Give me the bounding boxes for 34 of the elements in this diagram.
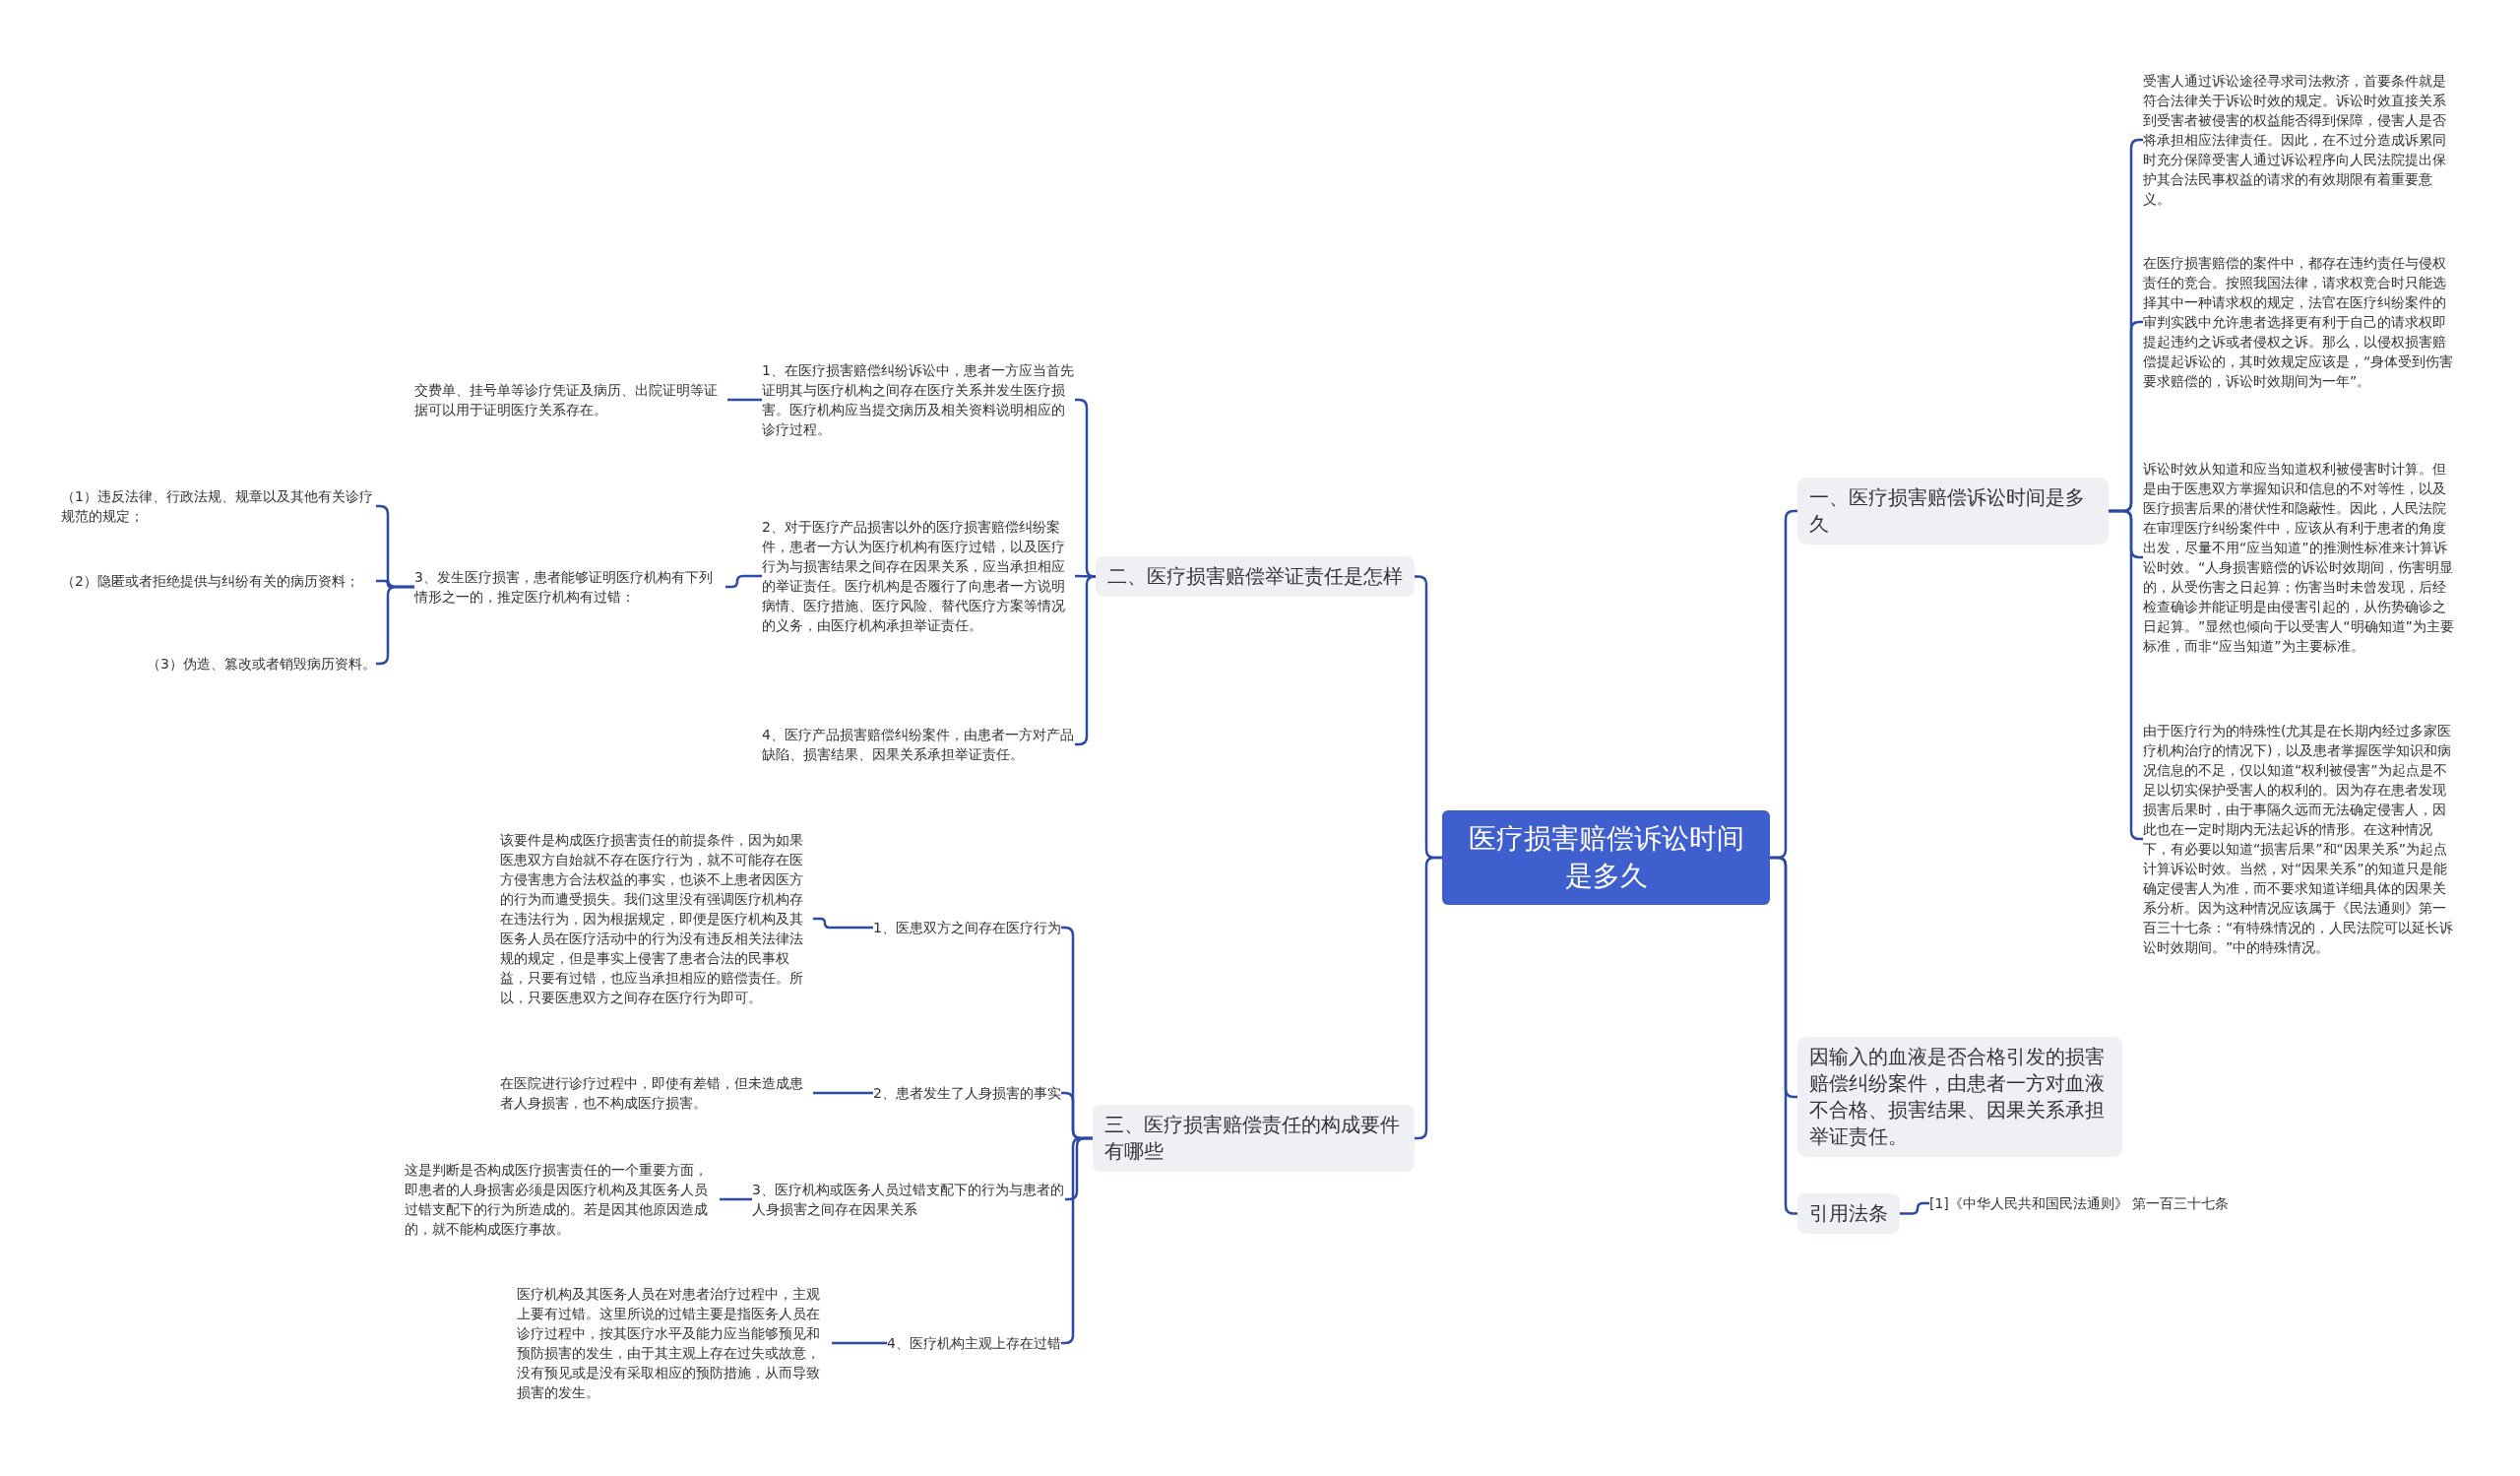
topic-box: 因输入的血液是否合格引发的损害赔偿纠纷案件，由患者一方对血液不合格、损害结果、因果关系承担举证责任。 — [1797, 1037, 2122, 1157]
topic-text: 4、医疗产品损害赔偿纠纷案件，由患者一方对产品缺陷、损害结果、因果关系承担举证责任。 — [762, 725, 1075, 764]
topic-text: （3）伪造、篡改或者销毁病历资料。 — [147, 654, 376, 674]
connector-line — [813, 1091, 873, 1095]
topic-box: 三、医疗损害赔偿责任的构成要件有哪些 — [1093, 1105, 1415, 1172]
connector-line — [813, 917, 873, 930]
topic-text: 交费单、挂号单等诊疗凭证及病历、出院证明等证据可以用于证明医疗关系存在。 — [414, 380, 727, 419]
connector-line — [720, 1197, 752, 1201]
topic-text: 诉讼时效从知道和应当知道权利被侵害时计算。但是由于医患双方掌握知识和信息的不对等性，以及医疗损害后果的潜伏性和隐蔽性。因此，人民法院在审理医疗纠纷案件中，应该从有利于患者的角度出发，尽量不用“应当知道”的推测性标准来计算诉讼时效。“人身损害赔偿的诉讼时效期间，伤害明显的，从受伤害之日起算；伤害当时未曾发现，后经检查确诊并能证明是由侵害引起的，从伤势确诊之日起算。”显然也倾向于以受害人“明确知道”为主要标准，而非“应当知道”为主要标准。 — [2143, 459, 2456, 656]
topic-text: 4、医疗机构主观上存在过错 — [887, 1333, 1061, 1353]
topic-text: （1）违反法律、行政法规、规章以及其他有关诊疗规范的规定； — [61, 486, 376, 526]
topic-text: 受害人通过诉讼途径寻求司法救济，首要条件就是符合法律关于诉讼时效的规定。诉讼时效直接关系到受害者被侵害的权益能否得到保障，侵害人是否将承担相应法律责任。因此，在不过分造成诉累同时充分保障受害人通过诉讼程序向人民法院提出保护其合法民事权益的请求的有效期限有着重要意义。 — [2143, 71, 2456, 209]
connector-line — [727, 398, 762, 402]
topic-text: 在医疗损害赔偿的案件中，都存在违约责任与侵权责任的竞合。按照我国法律，请求权竞合时只能选择其中一种请求权的规定，法官在医疗纠纷案件的审判实践中允许患者选择更有利于自己的请求权即提起违约之诉或者侵权之诉。那么，以侵权损害赔偿提起诉讼的，其时效规定应该是，“身体受到伤害要求赔偿的，诉讼时效期间为一年”。 — [2143, 253, 2456, 391]
topic-text: （2）隐匿或者拒绝提供与纠纷有关的病历资料； — [61, 571, 376, 591]
topic-text: 3、发生医疗损害，患者能够证明医疗机构有下列情形之一的，推定医疗机构有过错： — [414, 567, 725, 607]
topic-text: 该要件是构成医疗损害责任的前提条件，因为如果医患双方自始就不存在医疗行为，就不可能存在医方侵害患方合法权益的事实，也谈不上患者因医方的行为而遭受损失。我们这里没有强调医疗机构存在违法行为，因为根据规定，即便是医疗机构及其医务人员在医疗活动中的行为没有违反相关法律法规的规定，但是事实上侵害了患者合法的民事权益，只要有过错，也应当承担相应的赔偿责任。所以，只要医患双方之间存在医疗行为即可。 — [500, 830, 813, 1007]
topic-text: 2、对于医疗产品损害以外的医疗损害赔偿纠纷案件，患者一方认为医疗机构有医疗过错，以及医疗行为与损害结果之间存在因果关系，应当承担相应的举证责任。医疗机构是否履行了向患者一方说明病情、医疗措施、医疗风险、替代医疗方案等情况的义务，由医疗机构承担举证责任。 — [762, 517, 1075, 635]
topic-text: 3、医疗机构或医务人员过错支配下的行为与患者的人身损害之间存在因果关系 — [752, 1180, 1065, 1219]
topic-text: [1]《中华人民共和国民法通则》 第一百三十七条 — [1929, 1193, 2240, 1213]
connector-line — [1900, 1201, 1929, 1215]
topic-box: 二、医疗损害赔偿举证责任是怎样 — [1096, 556, 1415, 597]
topic-box: 引用法条 — [1797, 1193, 1900, 1234]
topic-text: 2、患者发生了人身损害的事实 — [873, 1083, 1061, 1103]
topic-text: 由于医疗行为的特殊性(尤其是在长期内经过多家医疗机构治疗的情况下)，以及患者掌握医学知识和病况信息的不足，仅以知道“权利被侵害”为起点是不足以切实保护受害人的权利的。因为存在患者发现损害后果时，由于事隔久远而无法确定侵害人，因此也在一定时期内无法起诉的情形。在这种情况下，有必要以知道“损害后果”和“因果关系”为起点计算诉讼时效。当然，对“因果关系”的知道只是能确定侵害人为准，而不要求知道详细具体的因果关系分析。因为这种情况应该属于《民法通则》第一百三十七条：“有特殊情况的，人民法院可以延长诉讼时效期间。”中的特殊情况。 — [2143, 721, 2456, 957]
connector-line — [725, 574, 762, 589]
topic-text: 1、医患双方之间存在医疗行为 — [873, 918, 1061, 937]
topic-text: 在医院进行诊疗过程中，即使有差错，但未造成患者人身损害，也不构成医疗损害。 — [500, 1073, 813, 1113]
connector-line — [832, 1341, 887, 1345]
topic-text: 医疗机构及其医务人员在对患者治疗过程中，主观上要有过错。这里所说的过错主要是指医务人员在诊疗过程中，按其医疗水平及能力应当能够预见和预防损害的发生，由于其主观上存在过失或故意，没有预见或是没有采取相应的预防措施，从而导致损害的发生。 — [517, 1284, 832, 1402]
central-topic-box: 医疗损害赔偿诉讼时间是多久 — [1442, 810, 1770, 905]
topic-box: 一、医疗损害赔偿诉讼时间是多久 — [1797, 478, 2109, 545]
topic-text: 1、在医疗损害赔偿纠纷诉讼中，患者一方应当首先证明其与医疗机构之间存在医疗关系并发生医疗损害。医疗机构应当提交病历及相关资料说明相应的诊疗过程。 — [762, 360, 1075, 439]
topic-text: 这是判断是否构成医疗损害责任的一个重要方面，即患者的人身损害必须是因医疗机构及其医务人员过错支配下的行为所造成的。若是因其他原因造成的，就不能构成医疗事故。 — [405, 1160, 720, 1239]
